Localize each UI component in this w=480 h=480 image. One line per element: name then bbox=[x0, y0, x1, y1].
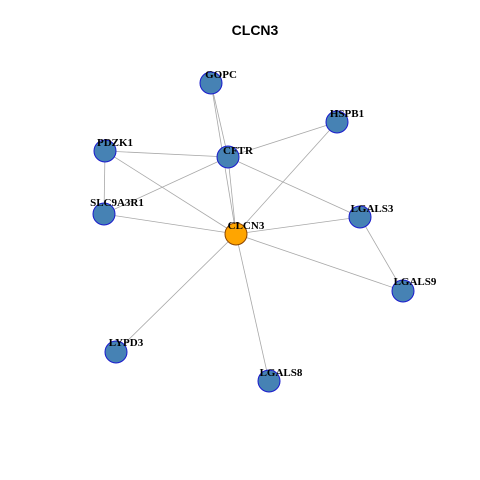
node-label-cftr: CFTR bbox=[223, 145, 254, 157]
node-lgals9 bbox=[391, 279, 415, 303]
node-label-lgals8: LGALS8 bbox=[260, 367, 303, 379]
node-gopc bbox=[199, 71, 223, 95]
node-label-hspb1: HSPB1 bbox=[330, 108, 364, 120]
edges-layer bbox=[103, 82, 404, 382]
node-pdzk1 bbox=[93, 139, 117, 163]
edge-hspb1-cftr bbox=[227, 121, 338, 158]
node-label-slc9a3r1: SLC9A3R1 bbox=[90, 197, 144, 209]
edge-pdzk1-clcn3 bbox=[104, 150, 237, 235]
edge-clcn3-lypd3 bbox=[115, 233, 237, 353]
edge-cftr-lgals3 bbox=[227, 156, 361, 218]
edge-cftr-slc9a3r1 bbox=[103, 156, 229, 215]
node-label-clcn3: CLCN3 bbox=[228, 220, 265, 232]
graph-title: CLCN3 bbox=[232, 22, 279, 38]
edge-pdzk1-cftr bbox=[104, 150, 229, 158]
node-slc9a3r1 bbox=[92, 202, 116, 226]
node-lgals3 bbox=[348, 205, 372, 229]
node-clcn3 bbox=[224, 222, 248, 246]
node-lgals8 bbox=[257, 369, 281, 393]
node-cftr bbox=[216, 145, 240, 169]
node-hspb1 bbox=[325, 110, 349, 134]
nodes-layer bbox=[92, 71, 415, 393]
edge-hspb1-clcn3 bbox=[235, 121, 338, 235]
edge-slc9a3r1-clcn3 bbox=[103, 213, 237, 235]
node-label-gopc: GOPC bbox=[205, 69, 237, 81]
node-label-pdzk1: PDZK1 bbox=[97, 137, 133, 149]
node-label-lypd3: LYPD3 bbox=[109, 337, 144, 349]
node-label-lgals9: LGALS9 bbox=[394, 276, 437, 288]
edge-cftr-clcn3 bbox=[227, 156, 237, 235]
edge-clcn3-lgals8 bbox=[235, 233, 270, 382]
node-lypd3 bbox=[104, 340, 128, 364]
node-label-lgals3: LGALS3 bbox=[351, 203, 394, 215]
edge-clcn3-lgals9 bbox=[235, 233, 404, 292]
edge-lgals3-clcn3 bbox=[235, 216, 361, 235]
edge-lgals3-lgals9 bbox=[359, 216, 404, 292]
edge-gopc-cftr bbox=[210, 82, 229, 158]
